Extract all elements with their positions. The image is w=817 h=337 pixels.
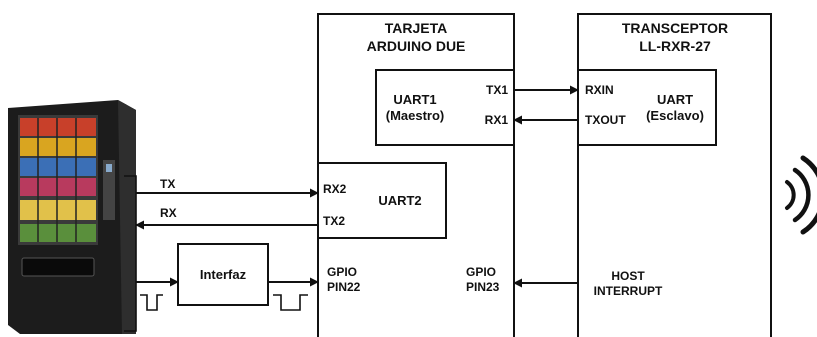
- uart1-tx-pin: TX1: [486, 83, 508, 97]
- gpio23-label-1: GPIO: [466, 265, 496, 279]
- host-interrupt-label-2: INTERRUPT: [594, 284, 663, 298]
- uart1-block: [375, 69, 515, 146]
- gpio23-label-2: PIN23: [466, 280, 500, 294]
- uart-slave-rxin-pin: RXIN: [585, 83, 614, 97]
- uart2-label: UART2: [378, 193, 421, 208]
- pulse-signal-icon: [140, 294, 163, 311]
- uart-slave-block: [577, 69, 717, 146]
- uart2-block: [317, 162, 447, 239]
- host-interrupt-label-1: HOST: [611, 269, 645, 283]
- uart1-role: (Maestro): [386, 108, 445, 123]
- vending-machine-icon: [8, 100, 136, 334]
- uart-slave-txout-pin: TXOUT: [585, 113, 626, 127]
- uart1-rx-pin: RX1: [485, 113, 509, 127]
- gpio22-label-2: PIN22: [327, 280, 361, 294]
- uart-slave-label: UART: [657, 92, 693, 107]
- tx-line-label: TX: [160, 177, 175, 191]
- transceiver-board: [577, 13, 772, 337]
- uart1-label: UART1: [393, 92, 436, 107]
- product-shelves: [20, 118, 96, 242]
- transceiver-title-2: LL-RXR-27: [639, 38, 711, 54]
- uart-slave-role: (Esclavo): [646, 108, 704, 123]
- uart2-tx-pin: TX2: [323, 214, 345, 228]
- wireless-signal-icon: [785, 155, 817, 235]
- pulse-signal-icon: [273, 294, 308, 311]
- arduino-title-2: ARDUINO DUE: [367, 38, 466, 54]
- rx-line-label: RX: [160, 206, 177, 220]
- uart2-rx-pin: RX2: [323, 182, 347, 196]
- interface-block: [177, 243, 269, 306]
- gpio22-label-1: GPIO: [327, 265, 357, 279]
- transceiver-title-1: TRANSCEPTOR: [622, 20, 728, 36]
- interface-label: Interfaz: [200, 267, 247, 282]
- arduino-title-1: TARJETA: [385, 20, 447, 36]
